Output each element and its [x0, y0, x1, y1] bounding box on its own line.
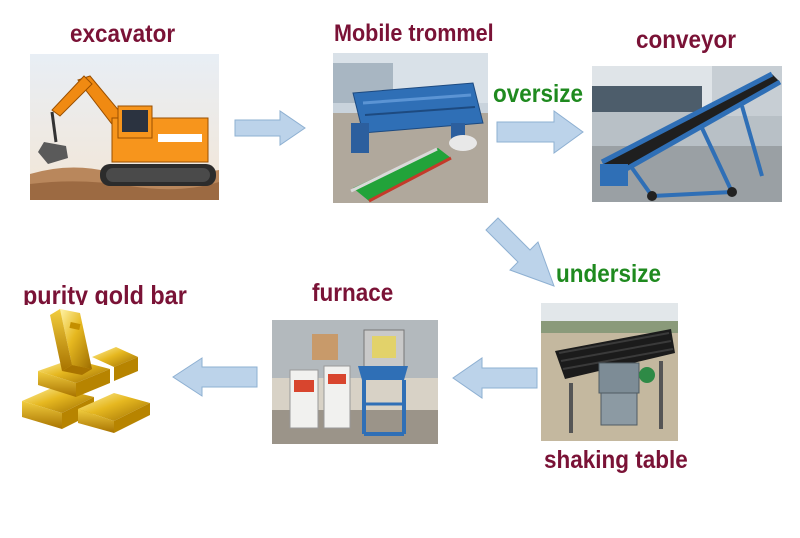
label-undersize: undersize: [556, 260, 662, 288]
excavator-image: [30, 54, 219, 200]
label-excavator: excavator: [70, 20, 176, 48]
arrow-shaking-table-to-furnace: [452, 357, 538, 399]
shaking-table-image: [541, 303, 678, 441]
label-shaking-table: shaking table: [544, 446, 688, 474]
label-mobile-trommel: Mobile trommel: [334, 20, 494, 47]
arrow-trommel-to-conveyor: [496, 110, 584, 154]
label-furnace: furnace: [312, 279, 394, 307]
arrow-furnace-to-gold-bar: [172, 357, 258, 397]
arrow-excavator-to-trommel: [234, 110, 306, 146]
furnace-image: [272, 320, 438, 444]
arrow-trommel-to-shaking-table: [484, 216, 556, 288]
conveyor-image: [592, 66, 782, 202]
mobile-trommel-image: [333, 53, 488, 203]
gold-bars-image: [18, 305, 156, 435]
label-conveyor: conveyor: [636, 26, 737, 54]
label-oversize: oversize: [493, 80, 584, 108]
